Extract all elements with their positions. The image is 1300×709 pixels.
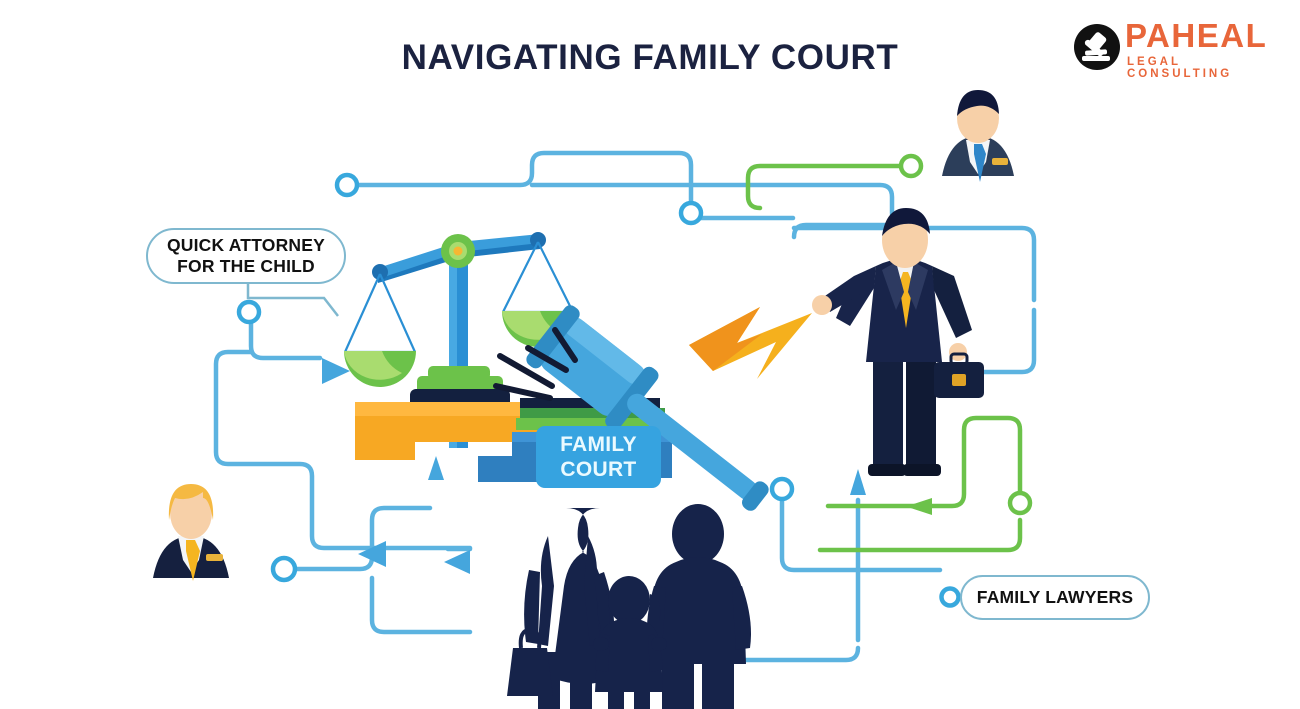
callout-family-lawyers[interactable]: FAMILY LAWYERS xyxy=(960,575,1150,620)
gavel-circle-icon xyxy=(1074,24,1120,70)
logo-tagline: LEGAL CONSULTING xyxy=(1127,56,1233,80)
lawyer-figure xyxy=(812,208,984,476)
scales-of-justice-icon xyxy=(343,232,574,448)
lightning-bolt-icon xyxy=(689,307,812,379)
callout-tail-attorney xyxy=(246,282,339,317)
avatar-male xyxy=(942,90,1014,182)
callout-family-lawyers-label: FAMILY LAWYERS xyxy=(976,587,1134,607)
family-silhouette xyxy=(507,504,751,709)
circuit-node-blue xyxy=(236,172,961,608)
circuit-node-green xyxy=(898,153,1033,516)
logo-wordmark: PAHEAL xyxy=(1125,17,1268,54)
circuit-traces-green xyxy=(745,163,1023,553)
arrowhead-green xyxy=(906,498,932,515)
gavel-impact-lines xyxy=(493,327,578,401)
arrowhead-blue xyxy=(322,358,866,574)
circuit-traces-blue xyxy=(213,150,1037,663)
brand-logo[interactable]: PAHEAL LEGAL CONSULTING xyxy=(1073,17,1283,80)
avatar-female xyxy=(153,484,229,581)
page-title: NAVIGATING FAMILY COURT xyxy=(401,38,899,77)
